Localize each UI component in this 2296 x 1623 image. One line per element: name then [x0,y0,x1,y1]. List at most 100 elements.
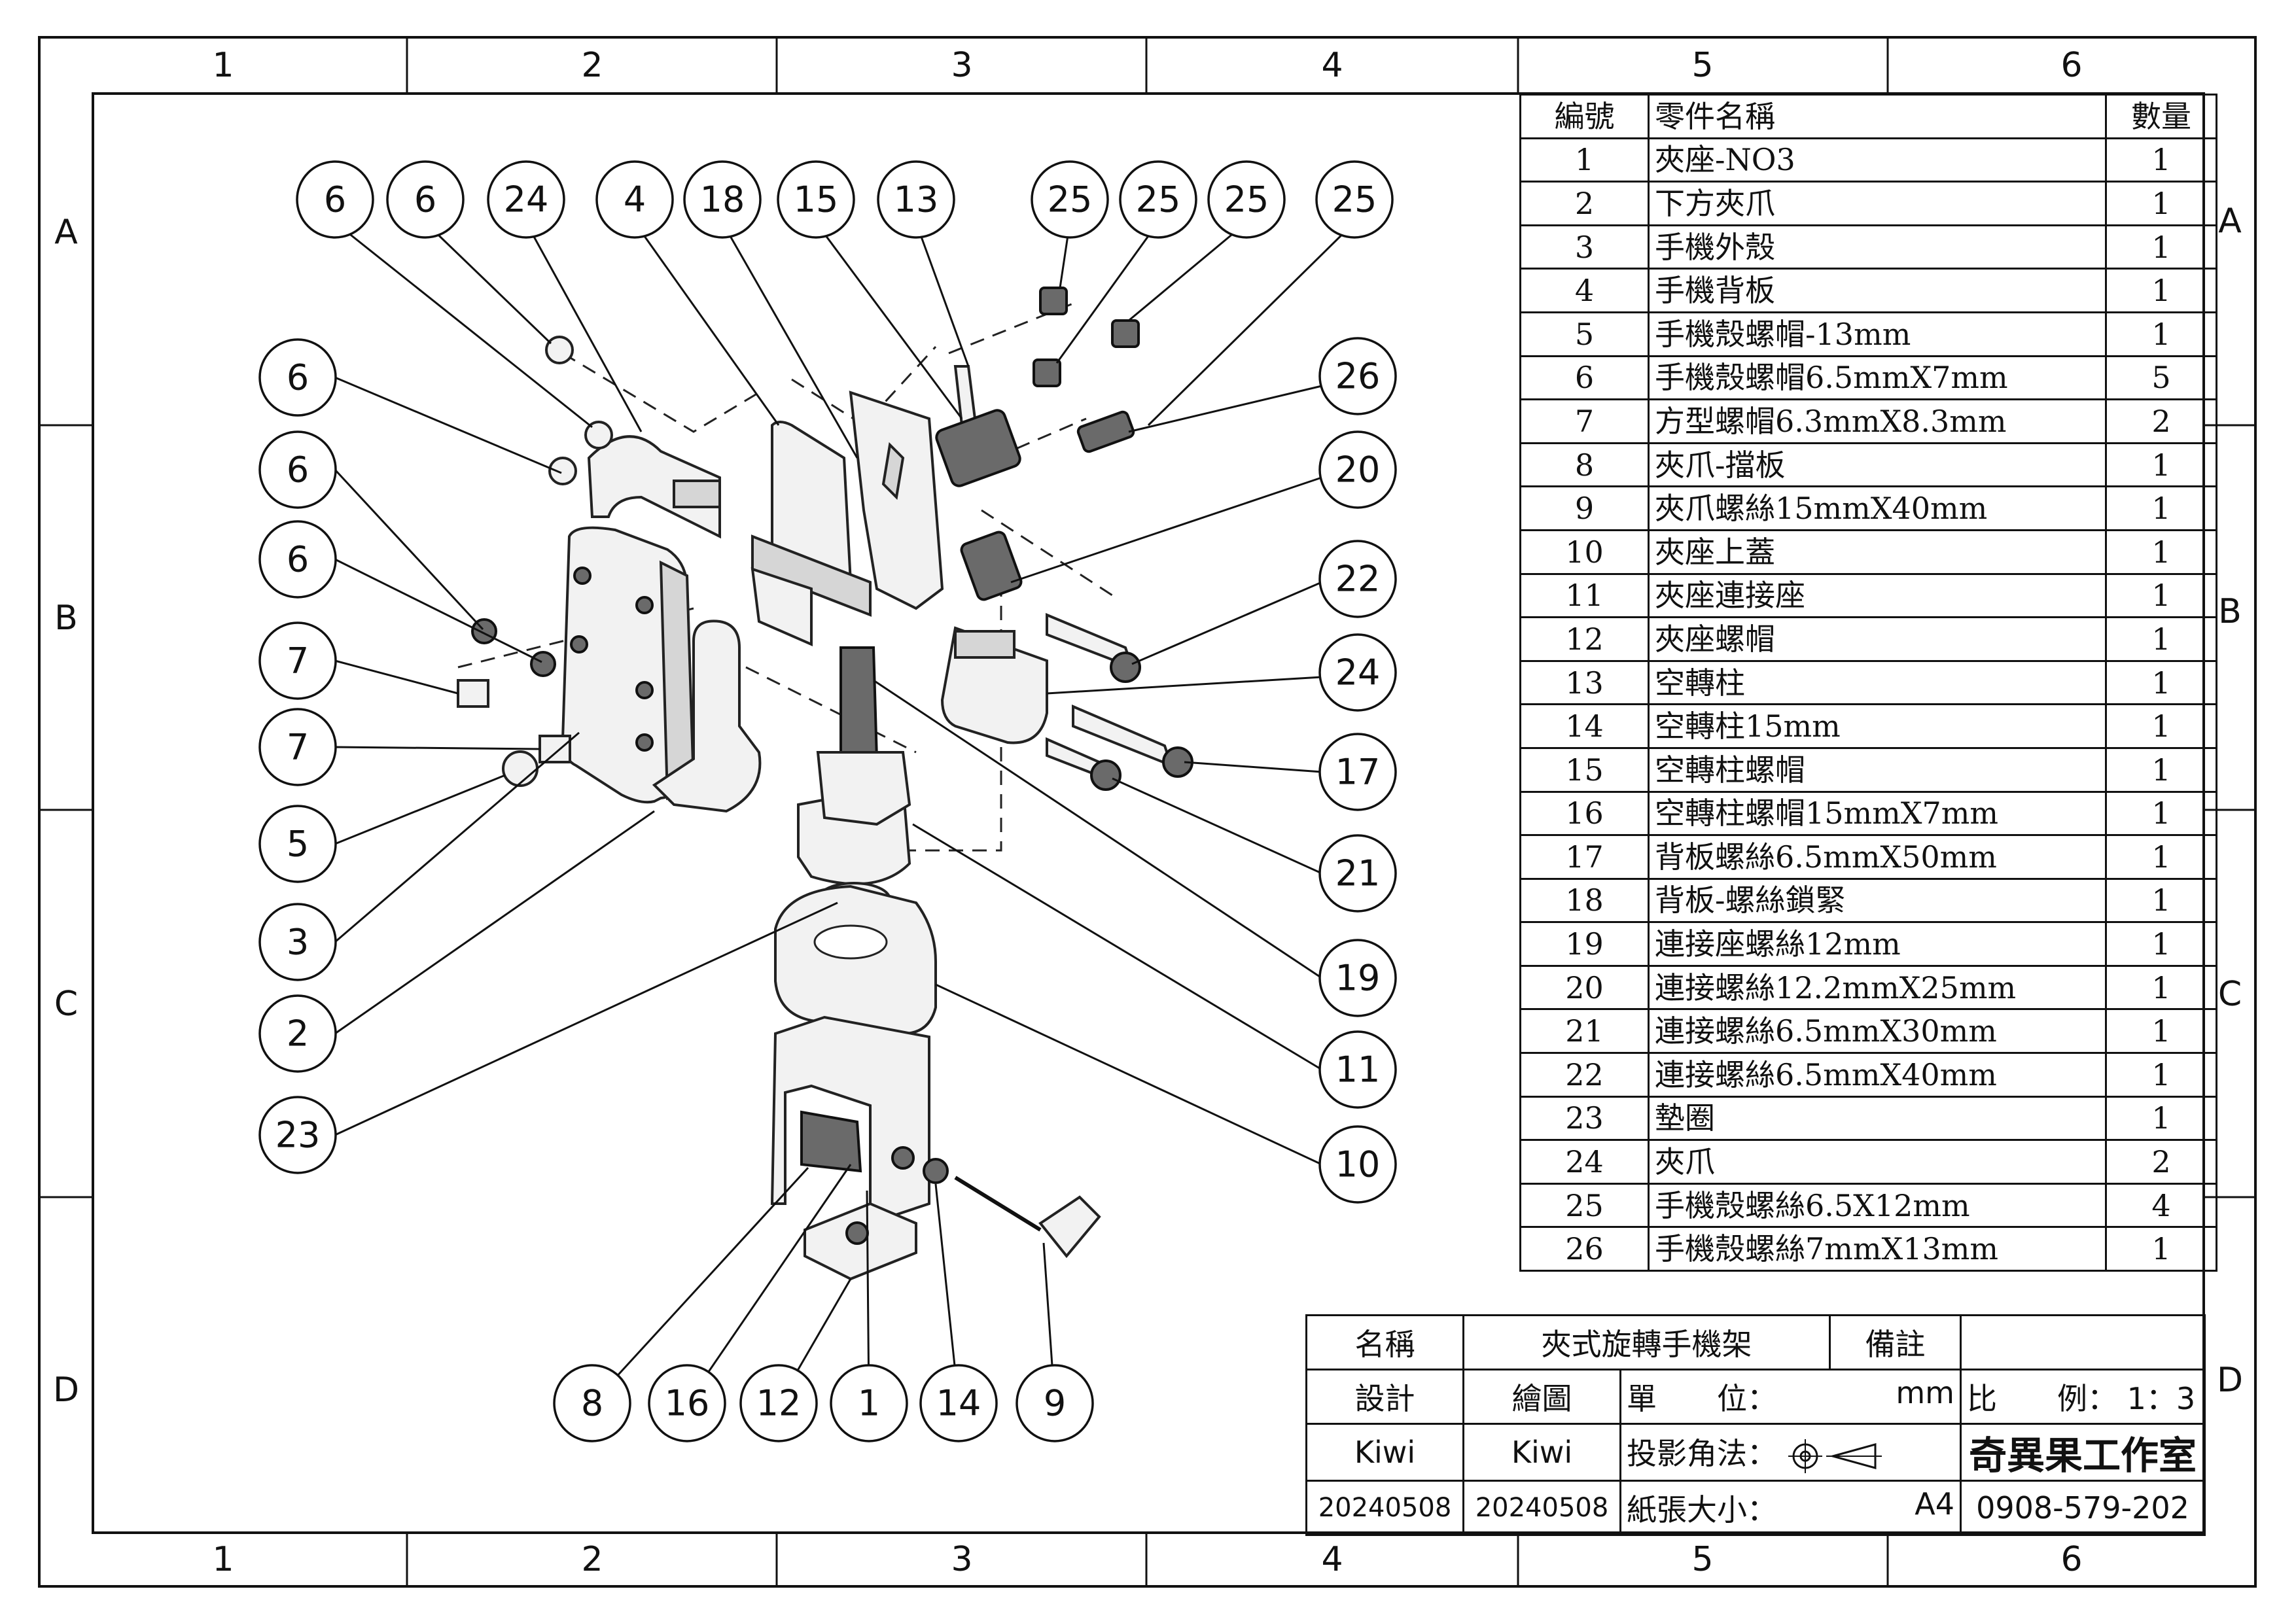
bom-cell-name: 夾爪 [1648,1139,2107,1185]
designer-name: Kiwi [1305,1423,1464,1482]
callout-bubble: 6 [296,160,374,239]
zone-col-bottom: 1 [212,1540,234,1579]
bom-cell-qty: 1 [2105,268,2217,313]
bom-cell-name: 手機殼螺帽-13mm [1648,311,2107,357]
callout-bubble: 23 [258,1096,337,1174]
callout-bubble: 11 [1318,1030,1397,1109]
callout-bubble: 16 [648,1364,726,1442]
bom-cell-no: 22 [1519,1052,1650,1098]
bom-cell-qty: 1 [2105,921,2217,967]
callout-label: 20 [1335,449,1381,491]
callout-bubble: 12 [739,1364,818,1442]
zone-col-bottom: 6 [2060,1540,2083,1579]
callout-label: 17 [1335,752,1381,793]
bom-cell-qty: 1 [2105,703,2217,749]
bom-cell-qty: 1 [2105,616,2217,662]
bom-cell-no: 21 [1519,1008,1650,1055]
bom-cell-qty: 1 [2105,1095,2217,1142]
bom-cell-no: 15 [1519,746,1650,793]
zone-col-bottom: 4 [1321,1540,1343,1579]
callout-label: 6 [324,179,346,220]
bom-cell-no: 9 [1519,485,1650,531]
callout-label: 2 [287,1013,309,1055]
callout-label: 6 [414,179,436,220]
bom-cell-qty: 1 [2105,137,2217,183]
bom-cell-name: 夾座上蓋 [1648,529,2107,575]
first-angle-projection-icon [1788,1439,1882,1473]
bom-cell-qty: 1 [2105,1008,2217,1055]
callout-label: 6 [287,449,309,491]
bom-cell-qty: 1 [2105,790,2217,837]
callout-label: 25 [1224,179,1269,220]
callout-bubble: 25 [1119,160,1197,239]
bom-cell-name: 空轉柱螺帽15mmX7mm [1648,790,2107,837]
bom-cell-no: 17 [1519,834,1650,880]
zone-col-bottom: 3 [951,1540,973,1579]
paper-label: 紙張大小： [1627,1492,1777,1527]
callout-label: 13 [894,179,939,220]
nut-6-e [530,651,556,677]
bom-cell-qty: 1 [2105,485,2217,531]
bom-cell-name: 空轉柱15mm [1648,703,2107,749]
zone-row-right: D [2216,1361,2244,1400]
zone-col-top: 5 [1691,46,1714,85]
bom-cell-no: 19 [1519,921,1650,967]
callout-bubble: 6 [386,160,465,239]
bom-header-name: 零件名稱 [1648,94,2107,139]
bom-cell-qty: 1 [2105,224,2217,270]
bom-cell-name: 連接螺絲6.5mmX30mm [1648,1008,2107,1055]
callout-label: 25 [1332,179,1377,220]
square-nut-7-a [457,679,489,708]
bom-cell-name: 手機殼螺帽6.5mmX7mm [1648,355,2107,401]
callout-label: 23 [275,1115,321,1156]
drawing-name: 夾式旋轉手機架 [1462,1314,1831,1370]
bom-cell-no: 1 [1519,137,1650,183]
callout-bubble: 25 [1207,160,1286,239]
callout-label: 5 [287,824,309,865]
bom-header-no: 編號 [1519,94,1650,139]
callout-bubble: 25 [1315,160,1394,239]
bom-cell-name: 手機外殼 [1648,224,2107,270]
callout-label: 7 [287,727,309,768]
bom-cell-no: 12 [1519,616,1650,662]
bom-cell-name: 夾座螺帽 [1648,616,2107,662]
screw-26 [1076,410,1135,453]
callout-bubble: 2 [258,994,337,1073]
bom-cell-name: 連接螺絲12.2mmX25mm [1648,964,2107,1011]
callout-label: 18 [700,179,745,220]
bom-cell-qty: 2 [2105,398,2217,444]
bom-cell-name: 連接螺絲6.5mmX40mm [1648,1052,2107,1098]
bom-cell-name: 下方夾爪 [1648,181,2107,226]
paper-value: A4 [1915,1486,1954,1522]
callout-label: 22 [1335,559,1381,600]
bom-cell-no: 11 [1519,572,1650,619]
bom-cell-qty: 1 [2105,442,2217,488]
callout-bubble: 6 [258,520,337,599]
zone-row-right: A [2218,201,2242,241]
callout-bubble: 15 [777,160,855,239]
callout-bubble: 1 [830,1364,908,1442]
callout-bubble: 7 [258,621,337,700]
bom-cell-name: 連接座螺絲12mm [1648,921,2107,967]
design-label: 設計 [1305,1369,1464,1425]
bom-cell-no: 24 [1519,1139,1650,1185]
bom-cell-no: 2 [1519,181,1650,226]
zone-row-left: A [54,213,78,252]
bom-cell-no: 13 [1519,659,1650,706]
callout-bubble: 21 [1318,834,1397,913]
bom-cell-qty: 1 [2105,834,2217,880]
bom-cell-name: 手機殼螺絲6.5X12mm [1648,1182,2107,1229]
callout-bubble: 22 [1318,540,1397,618]
